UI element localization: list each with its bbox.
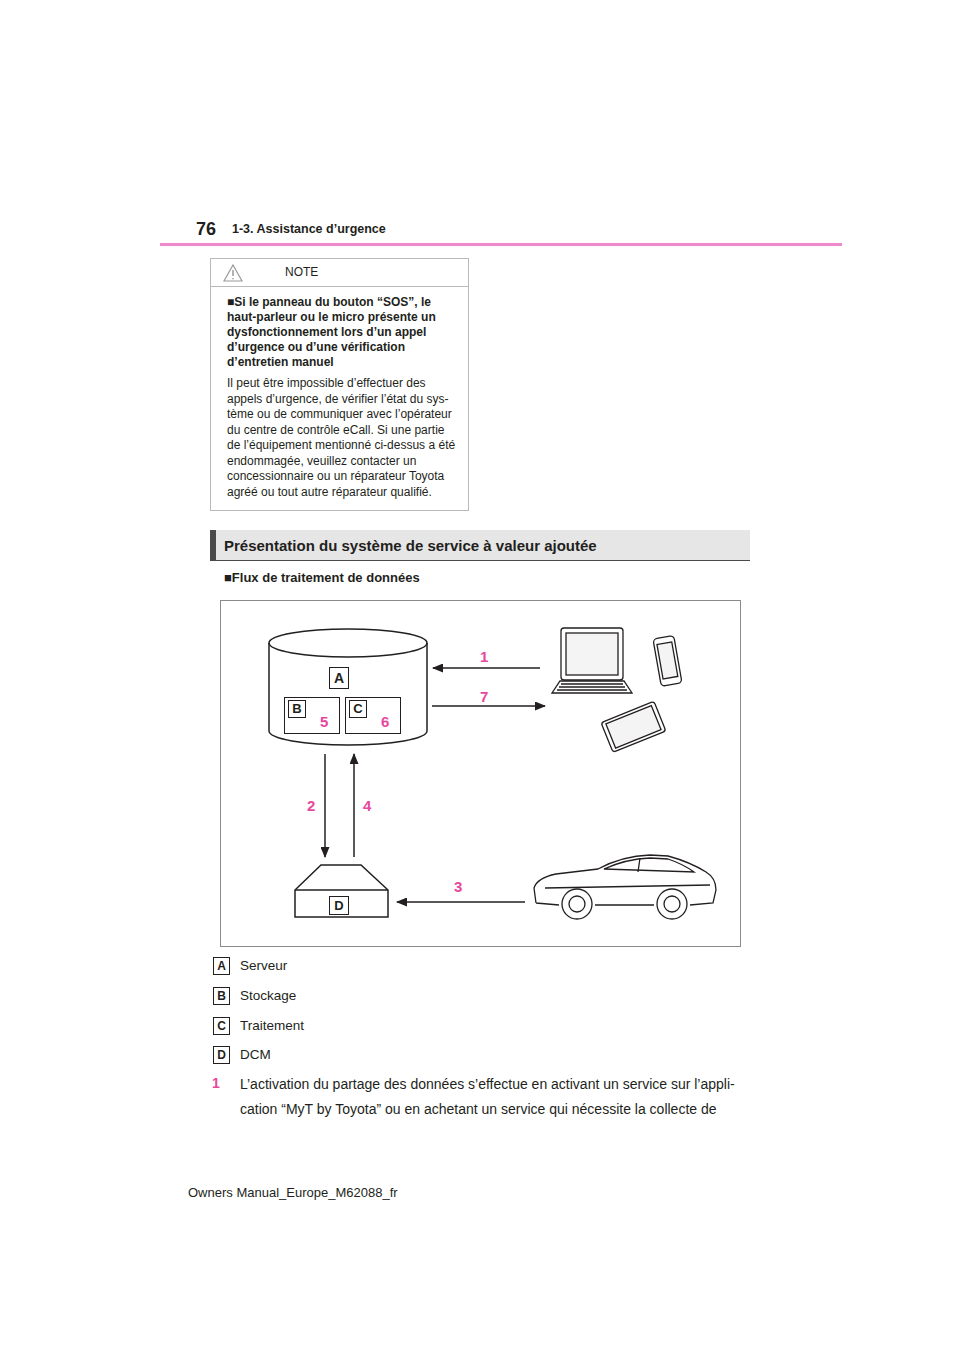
sub-heading: ■Flux de traitement de données bbox=[224, 569, 420, 586]
section-heading: Présentation du système de service à val… bbox=[216, 530, 750, 560]
flow-arrow bbox=[433, 667, 540, 669]
legend-text: Stockage bbox=[240, 987, 296, 1005]
laptop-icon bbox=[552, 628, 632, 693]
chapter-header: 1-3. Assistance d’urgence bbox=[232, 221, 386, 237]
header-rule bbox=[160, 243, 842, 246]
data-arrow bbox=[324, 754, 326, 857]
callout-number: 5 bbox=[320, 713, 328, 731]
section-band: Présentation du système de service à val… bbox=[210, 530, 750, 561]
flow-arrow bbox=[397, 901, 525, 903]
page-number: 76 bbox=[196, 218, 216, 240]
note-body: Il peut être impossible d’effectuer des … bbox=[211, 372, 468, 510]
server-cylinder: AB5C6 bbox=[268, 628, 428, 746]
part-letter: D bbox=[329, 896, 349, 915]
legend-letter: A bbox=[213, 957, 230, 975]
step-number: 1 bbox=[212, 1074, 220, 1092]
callout-number: 2 bbox=[307, 797, 315, 815]
warning-icon bbox=[223, 264, 243, 282]
step-text: L’activation du partage des données s’ef… bbox=[240, 1072, 762, 1122]
diagram-frame bbox=[221, 601, 741, 947]
note-box: NOTE■Si le panneau du bouton “SOS”, le h… bbox=[210, 258, 469, 511]
module-box: C6 bbox=[345, 697, 401, 734]
legend-letter: B bbox=[213, 987, 230, 1005]
module-box: B5 bbox=[284, 697, 340, 734]
callout-number: 6 bbox=[381, 713, 389, 731]
legend-text: Serveur bbox=[240, 957, 287, 975]
dcm-unit: D bbox=[293, 863, 390, 919]
legend-letter: D bbox=[213, 1046, 230, 1064]
data-arrow bbox=[353, 754, 355, 857]
legend-text: DCM bbox=[240, 1046, 271, 1064]
callout-number: 7 bbox=[480, 688, 488, 706]
part-letter: B bbox=[288, 700, 306, 718]
part-letter: A bbox=[329, 667, 349, 689]
phone-icon bbox=[653, 635, 682, 686]
note-heading: ■Si le panneau du bouton “SOS”, le haut-… bbox=[211, 287, 468, 372]
callout-number: 1 bbox=[480, 648, 488, 666]
legend-text: Traitement bbox=[240, 1017, 304, 1035]
car-illustration bbox=[534, 855, 716, 919]
callout-number: 4 bbox=[363, 797, 371, 815]
part-letter: C bbox=[349, 700, 367, 718]
footer-text: Owners Manual_Europe_M62088_fr bbox=[188, 1184, 398, 1201]
tablet-icon bbox=[601, 701, 666, 752]
legend-letter: C bbox=[213, 1017, 230, 1035]
callout-number: 3 bbox=[454, 878, 462, 896]
note-title: NOTE bbox=[211, 259, 468, 287]
flow-arrow bbox=[432, 705, 545, 707]
